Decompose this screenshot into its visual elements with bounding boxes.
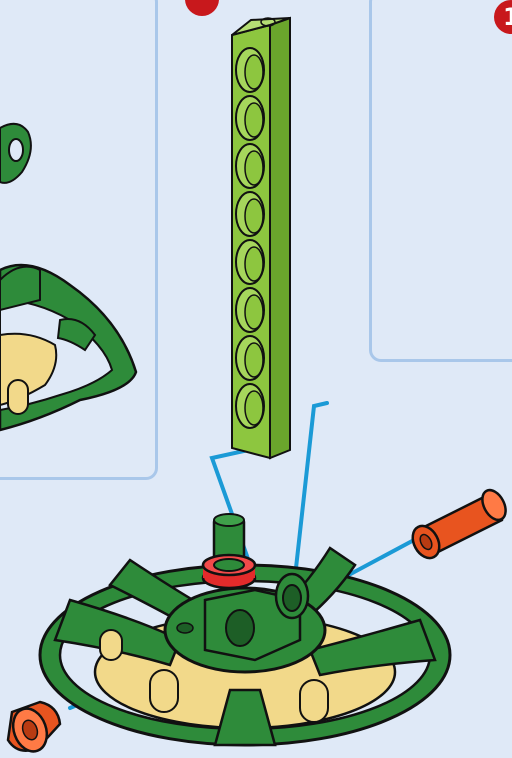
orange-connector — [7, 702, 60, 756]
base-assembly — [40, 514, 450, 745]
orange-peg — [407, 486, 510, 562]
red-connector — [203, 555, 255, 588]
previous-step-assembly — [0, 124, 136, 430]
green-beam — [232, 18, 290, 458]
